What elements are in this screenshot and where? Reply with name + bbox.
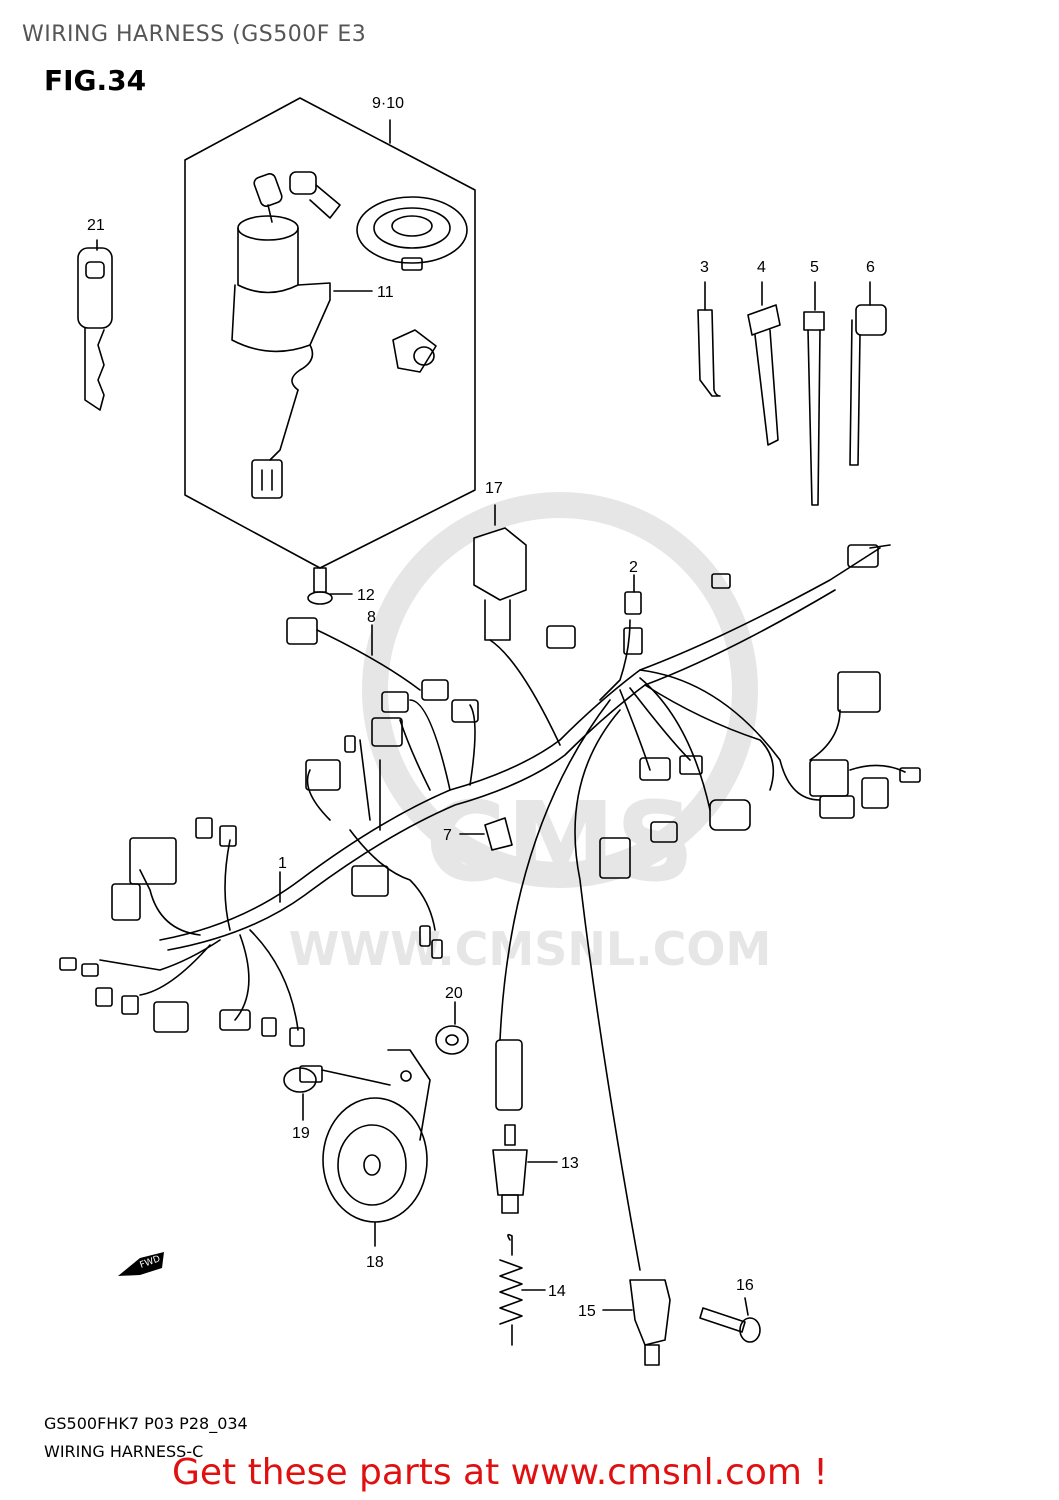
cushion-20 <box>435 1001 469 1055</box>
watermark-url: WWW.CMSNL.COM <box>289 922 772 976</box>
relay-17 <box>473 504 527 641</box>
callout-12: 12 <box>357 587 375 604</box>
callout-2: 2 <box>629 559 638 576</box>
bolt-12 <box>307 567 353 605</box>
diagram-code: GS500FHK7 P03 P28_034 <box>44 1414 248 1433</box>
callout-11: 11 <box>377 284 394 301</box>
horn-18 <box>321 1049 431 1247</box>
ignition-switch <box>231 171 341 499</box>
callout-17: 17 <box>485 480 503 497</box>
callout-21: 21 <box>87 217 105 234</box>
connectors <box>59 544 921 1111</box>
main-wiring-harness <box>99 544 906 1271</box>
figure-label: FIG.34 <box>44 64 147 97</box>
switch-15 <box>602 1279 671 1366</box>
watermark-brand: CMS <box>425 778 694 906</box>
callout-16: 16 <box>736 1277 754 1294</box>
diagram-subtitle: WIRING HARNESS-C <box>44 1442 204 1461</box>
clip-7 <box>459 817 513 851</box>
page-header-title: WIRING HARNESS (GS500F E3 <box>22 22 367 47</box>
callout-15: 15 <box>578 1303 596 1320</box>
callout-7: 7 <box>443 827 452 844</box>
callout-1: 1 <box>278 855 287 872</box>
callout-labels: 1 2 3 4 5 6 7 8 9·10 11 12 13 14 15 16 1… <box>87 95 875 1320</box>
clamp-parts <box>697 281 887 506</box>
bolt-16 <box>699 1297 761 1343</box>
stop-switch-13 <box>492 1124 558 1214</box>
callout-6: 6 <box>866 259 875 276</box>
callout-18: 18 <box>366 1254 384 1271</box>
callout-9-10: 9·10 <box>372 95 404 112</box>
callout-14: 14 <box>548 1283 566 1300</box>
callout-3: 3 <box>700 259 709 276</box>
callout-5: 5 <box>810 259 819 276</box>
fuel-cap <box>356 196 468 271</box>
callout-19: 19 <box>292 1125 310 1142</box>
seat-lock <box>392 329 437 373</box>
bolt-19 <box>283 1065 323 1121</box>
callout-8: 8 <box>367 609 376 626</box>
callout-13: 13 <box>561 1155 579 1172</box>
callout-20: 20 <box>445 985 463 1002</box>
spring-14 <box>499 1233 546 1346</box>
callout-4: 4 <box>757 259 766 276</box>
key-blank <box>77 239 113 411</box>
ignition-set-group <box>184 97 476 569</box>
promo-link[interactable]: Get these parts at www.cmsnl.com ! <box>172 1452 828 1493</box>
cmsnl-watermark: CMS WWW.CMSNL.COM <box>289 492 772 976</box>
forward-arrow-icon: FWD <box>118 1252 164 1276</box>
